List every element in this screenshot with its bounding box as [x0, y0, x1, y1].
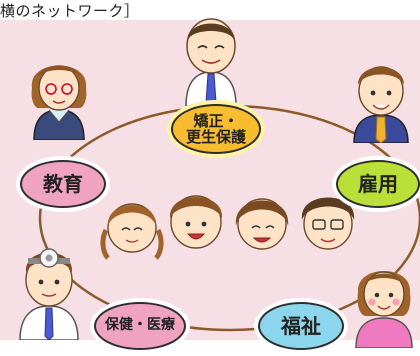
doctor-figure [19, 248, 79, 340]
correction-officer-figure [185, 18, 237, 106]
welfare-worker-figure [355, 271, 413, 348]
node-education: 教育 [20, 160, 106, 208]
children-group-figure [100, 195, 355, 260]
node-health-label: 保健・医療 [105, 317, 175, 334]
node-correction-label: 矯正・ 更生保護 [185, 111, 246, 146]
diagram-title: 横のネットワーク］ [0, 0, 146, 20]
node-health: 保健・医療 [94, 302, 186, 350]
employer-figure [353, 66, 409, 143]
node-welfare-label: 福祉 [281, 314, 321, 338]
node-employment: 雇用 [336, 160, 420, 208]
node-employment-label: 雇用 [358, 172, 398, 196]
node-correction: 矯正・ 更生保護 [171, 104, 261, 154]
node-education-label: 教育 [43, 172, 83, 196]
teacher-figure [31, 65, 87, 140]
node-welfare: 福祉 [258, 302, 344, 350]
